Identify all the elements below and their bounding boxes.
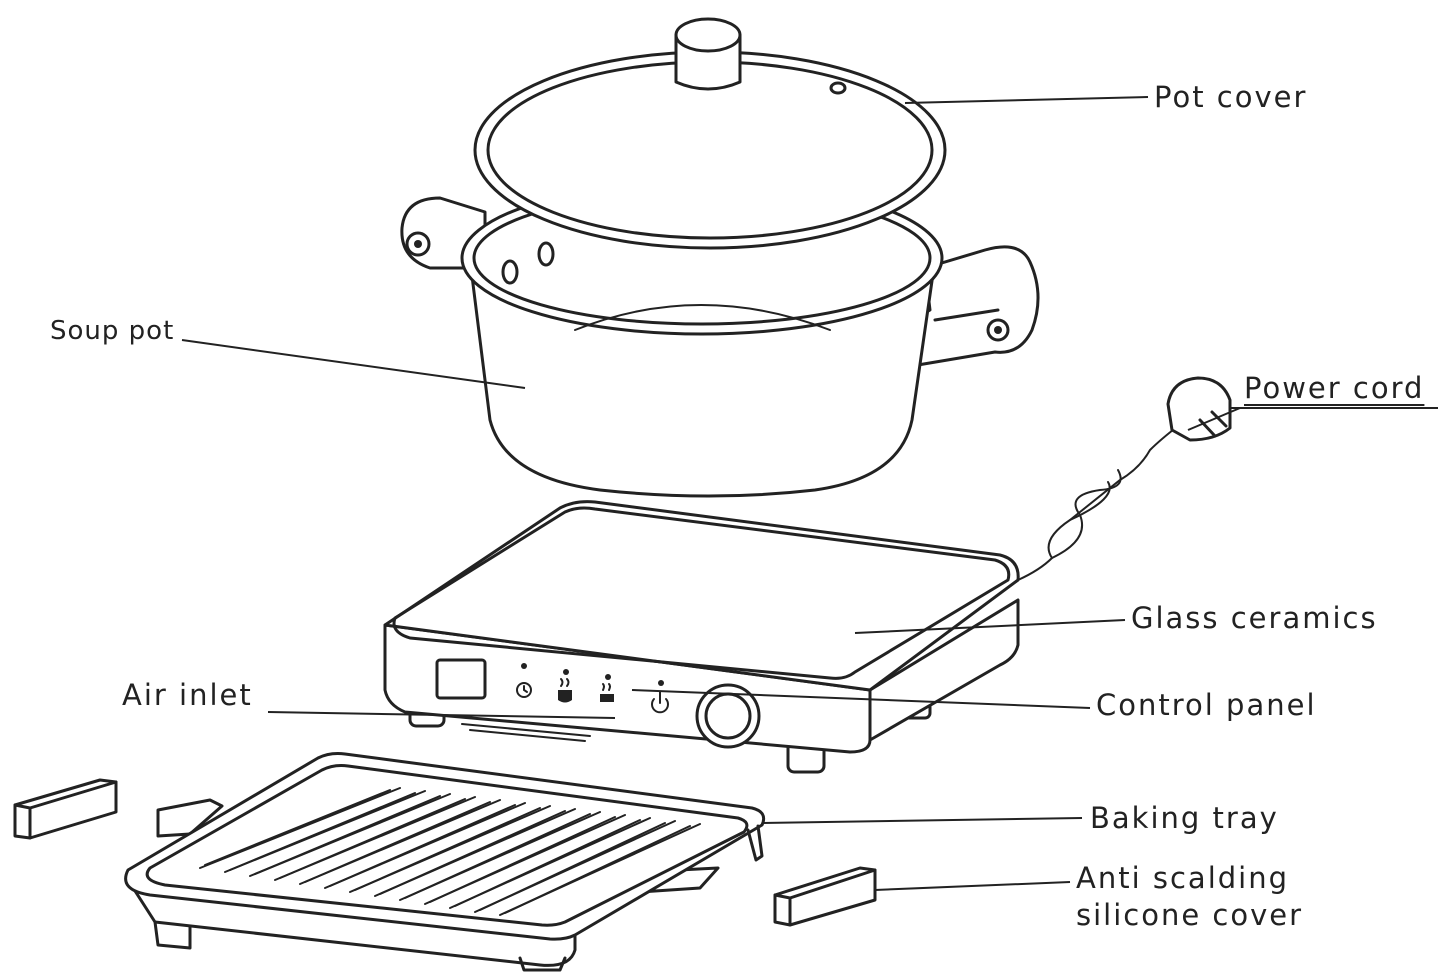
control-knob-icon (695, 683, 761, 749)
power-icon (651, 691, 669, 714)
baking-tray (124, 752, 766, 972)
air-inlet (461, 723, 591, 742)
label-glass-ceramics: Glass ceramics (1131, 601, 1378, 635)
pot-cover (473, 17, 947, 250)
grill-icon (600, 683, 614, 702)
leader-lines (181, 96, 1438, 891)
label-baking-tray: Baking tray (1090, 801, 1279, 835)
label-air-inlet: Air inlet (122, 678, 253, 712)
label-soup-pot: Soup pot (50, 316, 175, 346)
label-anti-scalding-line2: silicone cover (1076, 898, 1304, 932)
hotpot-icon (558, 678, 572, 703)
label-anti-scalding-line1: Anti scalding (1076, 861, 1289, 895)
power-cord (1017, 376, 1232, 581)
label-control-panel: Control panel (1096, 688, 1317, 722)
timer-icon (516, 682, 532, 698)
label-pot-cover: Pot cover (1154, 80, 1308, 114)
label-power-cord: Power cord (1244, 371, 1425, 405)
anti-scalding-silicone-cover (13, 778, 877, 927)
